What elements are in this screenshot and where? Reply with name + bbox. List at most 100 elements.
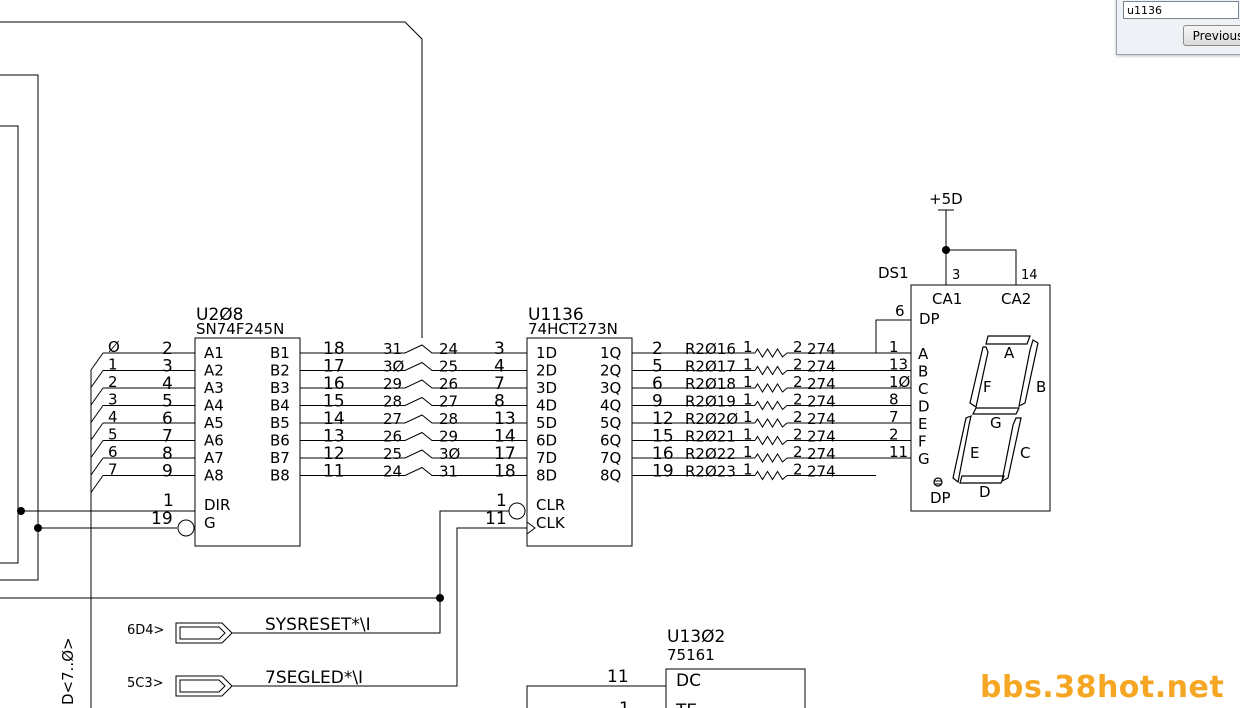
ds1-pin-label: D — [918, 398, 930, 416]
bus-bit-label: 1 — [108, 356, 118, 374]
u1136-pin-number: 3 — [494, 339, 505, 359]
ds1-refdes: DS1 — [878, 264, 909, 282]
ds1-pin-number: 13 — [889, 356, 908, 374]
u1136-pin-label: 5D — [536, 414, 557, 432]
clk-wire — [232, 527, 527, 687]
u208-pin-label: A2 — [204, 362, 224, 380]
u208-pin-number: 13 — [323, 427, 345, 447]
u1136-pin-number: 9 — [652, 392, 663, 412]
u1136-body — [526, 337, 633, 547]
u1136-pin-number: 13 — [494, 409, 516, 429]
u1302-part: 75161 — [667, 646, 715, 664]
bus-pin-number: 24 — [383, 463, 402, 481]
bus-entry — [90, 440, 104, 458]
u208-g-bubble — [177, 519, 195, 537]
u208-pin-number: 6 — [162, 409, 173, 429]
u208-body — [194, 337, 301, 547]
u208-pin-number: 15 — [323, 392, 345, 412]
u208-pin-number: 8 — [162, 444, 173, 464]
resistor-pin-number: 1 — [743, 356, 753, 374]
u1136-pin-number: 5 — [652, 357, 663, 377]
u208-pin-label: B3 — [270, 379, 290, 397]
seg-label-f: F — [983, 378, 992, 396]
junction-dot — [34, 524, 42, 532]
ds1-pin-number: 7 — [889, 408, 899, 426]
resistor-pin-number: 2 — [793, 356, 803, 374]
u208-pin-number: 14 — [323, 409, 345, 429]
resistor-pin-number: 2 — [793, 408, 803, 426]
u1136-clr-label: CLR — [536, 496, 565, 514]
u1136-pin-label: 8Q — [600, 467, 621, 485]
u208-pin-number: 17 — [323, 357, 345, 377]
ds1-pin-number: 8 — [889, 391, 899, 409]
u208-pin-label: A3 — [204, 379, 224, 397]
u1302-next-num: 1 — [619, 699, 630, 708]
bus-label: D<7..Ø> — [59, 637, 77, 705]
u208-pin-number: 9 — [162, 462, 173, 482]
u208-pin-label: A4 — [204, 397, 224, 415]
previous-button[interactable]: Previous — [1183, 25, 1240, 46]
seg-label-a: A — [1004, 344, 1015, 362]
ds1-pin-number: 11 — [889, 443, 908, 461]
junction-dot — [942, 246, 950, 254]
clr-wire — [232, 510, 509, 634]
resistor-value: 274 — [807, 358, 836, 376]
u1136-pin-number: 4 — [494, 357, 505, 377]
u1302-dc-pin: DC — [676, 671, 701, 691]
sysreset-flag-inner — [179, 626, 226, 640]
bus-pin-number: 25 — [383, 445, 402, 463]
power-wire-ca2 — [946, 249, 1017, 285]
resistor-value: 274 — [807, 428, 836, 446]
seven-segment-display — [933, 335, 1039, 487]
resistor-symbol — [754, 400, 788, 411]
u208-pin-label: B7 — [270, 449, 290, 467]
seg-label-b: B — [1036, 378, 1046, 396]
bus-pin-number: 26 — [439, 375, 458, 393]
u208-pin-label: B2 — [270, 362, 290, 380]
u1136-pin-label: 2D — [536, 362, 557, 380]
u208-pin-number: 11 — [323, 462, 345, 482]
u1302-body — [665, 668, 806, 708]
u1136-clr-bubble — [508, 502, 526, 520]
ds1-ca2-num: 14 — [1021, 268, 1038, 283]
u208-pin-number: 12 — [323, 444, 345, 464]
resistor-pin-number: 1 — [743, 373, 753, 391]
resistor-symbol — [754, 453, 788, 463]
u208-pin-number: 3 — [162, 357, 173, 377]
u208-pin-label: A8 — [204, 467, 224, 485]
segment-c — [1001, 417, 1022, 483]
sysreset-ref: 6D4> — [127, 623, 164, 638]
junction-dot — [17, 507, 25, 515]
u208-dir-label: DIR — [204, 496, 230, 514]
bus-pin-number: 3Ø — [439, 445, 461, 463]
bus-pin-number: 3Ø — [383, 358, 405, 376]
ds1-pin-number: 2 — [889, 426, 899, 444]
ds1-dp-wire — [875, 319, 911, 353]
find-search-input[interactable] — [1123, 1, 1239, 19]
resistor-pin-number: 2 — [793, 391, 803, 409]
u1136-pin-label: 4Q — [600, 397, 621, 415]
u208-pin-label: B1 — [270, 344, 290, 362]
u1136-clk-label: CLK — [536, 514, 566, 532]
segment-b — [1018, 339, 1039, 408]
bus-entry — [90, 387, 104, 406]
bus-wire — [300, 379, 527, 389]
resistor-symbol — [754, 383, 788, 393]
u1136-pin-label: 8D — [536, 467, 557, 485]
u208-part: SN74F245N — [196, 320, 284, 338]
u1136-clk-triangle — [526, 521, 536, 535]
segled-flag-inner — [179, 679, 226, 693]
bus-pin-number: 29 — [383, 375, 402, 393]
resistor-pin-number: 1 — [743, 461, 753, 479]
bus-pin-number: 28 — [439, 410, 458, 428]
u1136-pin-label: 3D — [536, 379, 557, 397]
resistor-pin-number: 1 — [743, 338, 753, 356]
resistor-symbol — [754, 470, 788, 481]
u208-pin-label: B6 — [270, 432, 290, 450]
u208-pin-label: B4 — [270, 397, 290, 415]
ds1-pin-label: E — [918, 415, 927, 433]
u1302-refdes: U13Ø2 — [667, 627, 725, 647]
resistor-pin-number: 2 — [793, 338, 803, 356]
u208-pin-label: A1 — [204, 344, 224, 362]
bus-wire — [300, 344, 527, 354]
